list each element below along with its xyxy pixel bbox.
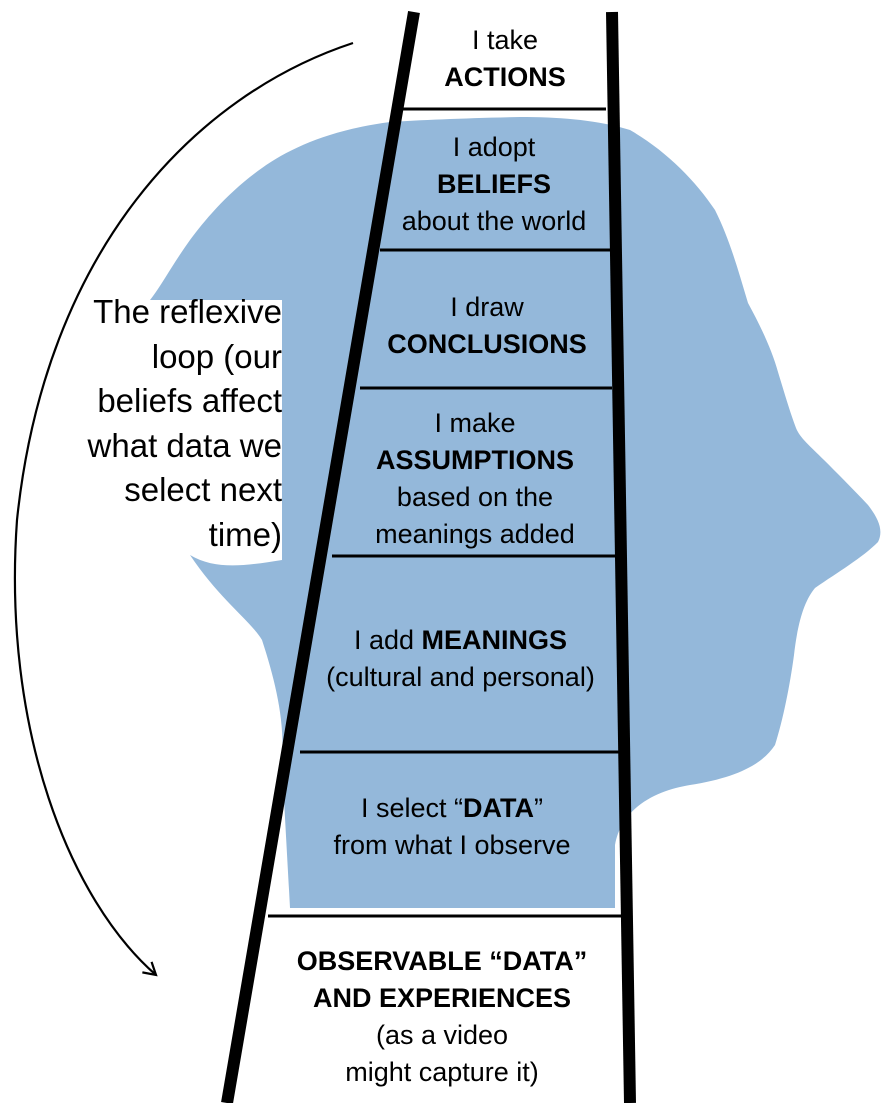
rung-meanings-line-2: (cultural and personal) <box>326 662 595 692</box>
rung-beliefs-line-2: BELIEFS <box>436 169 551 199</box>
rung-data: I select “DATA” from what I observe <box>286 790 618 864</box>
loop-label-line-3: beliefs affect <box>97 382 282 419</box>
rung-assumptions: I make ASSUMPTIONS based on the meanings… <box>338 405 612 553</box>
loop-label-line-6: time) <box>208 515 282 553</box>
rung-actions-line-2: ACTIONS <box>444 62 566 92</box>
rung-beliefs: I adopt BELIEFS about the world <box>383 129 605 240</box>
rung-observable: OBSERVABLE “DATA” AND EXPERIENCES (as a … <box>262 943 622 1091</box>
head-silhouette <box>150 117 881 908</box>
rung-assumptions-line-2: ASSUMPTIONS <box>375 445 575 475</box>
rung-observable-line-2: AND EXPERIENCES <box>312 983 572 1013</box>
ladder-left-rail <box>221 10 420 1103</box>
rung-meanings-keyword: MEANINGS <box>421 625 568 655</box>
rung-assumptions-line-3: based on the <box>396 482 554 512</box>
rung-beliefs-line-1: I adopt <box>452 132 536 162</box>
rung-data-keyword: DATA <box>463 793 534 823</box>
rung-conclusions: I draw CONCLUSIONS <box>364 289 610 363</box>
rung-conclusions-line-1: I draw <box>450 292 524 322</box>
loop-label-line-4: what data we <box>87 426 282 464</box>
rung-conclusions-line-2: CONCLUSIONS <box>387 329 587 359</box>
ladder-right-rail <box>606 11 636 1103</box>
reflexive-loop-label: The reflexive loop (our beliefs affect w… <box>20 290 282 557</box>
loop-label-line-2: loop (our <box>151 337 282 375</box>
reflexive-loop-arrow <box>13 41 354 977</box>
rung-meanings-line-1: I add MEANINGS <box>307 622 614 659</box>
rung-meanings-prefix: I add <box>353 625 422 655</box>
rung-data-prefix: I select “ <box>360 793 464 823</box>
rung-data-line-1: I select “DATA” <box>286 790 618 827</box>
rung-observable-line-3: (as a video <box>375 1020 509 1050</box>
rung-actions: I take ACTIONS <box>405 22 605 96</box>
loop-label-line-1: The reflexive <box>93 293 282 330</box>
loop-label-line-5: select next <box>124 471 282 508</box>
rung-meanings: I add MEANINGS (cultural and personal) <box>307 622 614 696</box>
rung-data-suffix: ” <box>534 793 543 823</box>
rung-actions-line-1: I take <box>471 25 539 55</box>
rung-data-line-2: from what I observe <box>333 830 571 860</box>
rung-observable-line-1: OBSERVABLE “DATA” <box>296 946 588 976</box>
rung-assumptions-line-4: meanings added <box>375 519 575 549</box>
rung-assumptions-line-1: I make <box>434 408 516 438</box>
rung-beliefs-line-3: about the world <box>401 206 587 236</box>
rung-observable-line-4: might capture it) <box>345 1057 539 1087</box>
